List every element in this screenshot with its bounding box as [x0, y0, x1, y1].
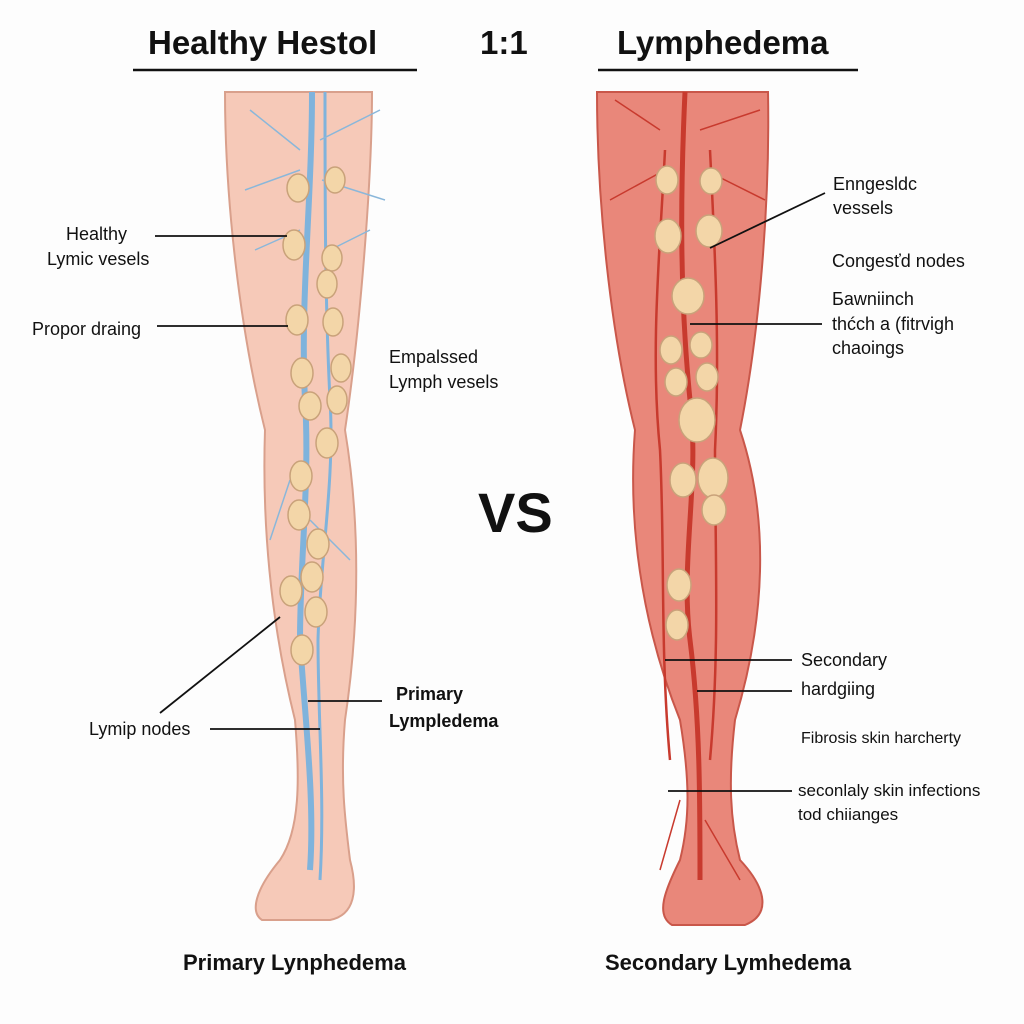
- label-engorged-1: Enngesldc: [833, 174, 918, 194]
- label-engorged-2: vessels: [833, 198, 894, 218]
- label-secondary-1: Secondary: [801, 650, 888, 670]
- right-title: Lymphedema: [617, 24, 829, 61]
- ratio-label: 1:1: [480, 24, 528, 61]
- label-healthy-vessels-1: Healthy: [66, 224, 128, 244]
- caption-right: Secondary Lymhedema: [605, 950, 852, 975]
- label-thickening-2: thćch a (fitrvigh: [832, 314, 955, 334]
- label-infections-2: tod chiianges: [798, 805, 899, 824]
- left-title: Healthy Hestol: [148, 24, 378, 61]
- label-secondary-2: hardgiing: [801, 679, 876, 699]
- label-fibrosis: Fibrosis skin harcherty: [801, 730, 962, 747]
- label-thickening-3: chaoings: [832, 338, 905, 358]
- label-healthy-vessels-2: Lymic vesels: [47, 249, 150, 269]
- label-primary-2: Lympledema: [389, 711, 499, 731]
- lymph-nodes-congested: [654, 165, 729, 641]
- label-empalsed-2: Lymph vesels: [389, 372, 499, 392]
- healthy-leg: [223, 91, 386, 921]
- label-proper-drainage: Propor draing: [32, 319, 142, 339]
- label-thickening-1: Бawniinch: [832, 289, 914, 309]
- label-infections-1: seconlaly skin infections: [798, 781, 981, 800]
- caption-left: Primary Lynphedema: [183, 950, 406, 975]
- label-lymph-nodes: Lymip nodes: [89, 719, 191, 739]
- leader-lines: [155, 192, 826, 792]
- lymph-nodes-healthy: [279, 166, 352, 666]
- label-empalsed-1: Empalssed: [389, 347, 479, 367]
- vs-label: VS: [478, 481, 553, 544]
- label-primary-1: Primary: [396, 684, 464, 704]
- lymphedema-leg: [595, 91, 770, 926]
- label-congested-nodes: Congesťd nodes: [832, 251, 965, 271]
